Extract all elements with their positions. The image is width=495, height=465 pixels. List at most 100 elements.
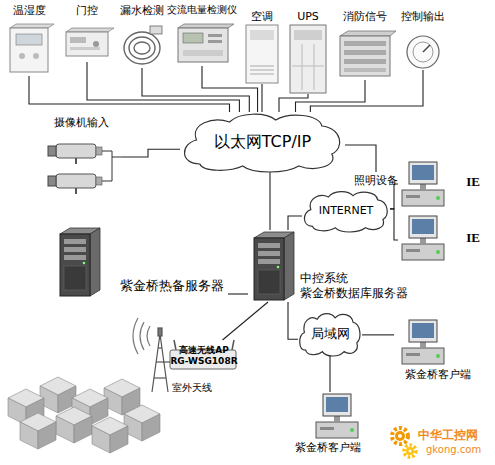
fire-signal-icon <box>344 59 386 64</box>
buildings <box>92 417 128 453</box>
ups-icon <box>314 44 315 90</box>
humidity-sensor-icon <box>19 53 25 59</box>
antenna-tower <box>152 334 168 392</box>
watermark: 中华工控网 <box>418 428 478 442</box>
network-link <box>288 216 302 230</box>
power-meter-icon <box>208 40 222 43</box>
camera-wire <box>102 157 112 181</box>
watermark-gears <box>404 445 416 457</box>
network-link <box>345 145 376 172</box>
server-icon <box>254 232 294 300</box>
camera-icon <box>96 177 102 185</box>
camera-icon <box>75 158 77 164</box>
pc-terminal: 紫金桥客户端 <box>394 316 482 382</box>
antenna-tower <box>158 328 162 336</box>
network-link <box>261 84 262 112</box>
camera-icon <box>56 144 96 158</box>
watermark-gears <box>406 447 414 455</box>
pc-terminal: 紫金桥客户端 <box>284 392 372 454</box>
pc-icon <box>402 216 444 260</box>
air-conditioner-icon <box>250 30 274 40</box>
air-conditioner-icon <box>250 66 274 67</box>
buildings <box>8 377 160 453</box>
door-control-icon <box>66 28 114 32</box>
leak-sensor-icon <box>124 32 160 64</box>
network-link <box>87 62 239 112</box>
network-cloud: 局域网 <box>298 312 362 356</box>
watermark-gears <box>392 428 408 444</box>
power-meter-icon <box>183 50 223 56</box>
server: 中控系统 紫金桥数据库服务器 <box>248 230 416 302</box>
ups-icon <box>302 44 303 90</box>
camera-icon <box>48 176 56 186</box>
pc-icon <box>316 394 358 438</box>
power-meter-icon <box>178 24 234 28</box>
humidity-sensor-icon <box>10 24 54 28</box>
ups-icon <box>290 25 326 93</box>
network-link <box>310 70 423 112</box>
network-link <box>296 80 366 112</box>
camera-icon <box>48 144 102 194</box>
device-unit: UPS <box>286 10 330 94</box>
node-text: 紫金桥热备服务器 <box>120 278 224 294</box>
device-unit: 消防信号 <box>336 10 394 80</box>
door-control-icon <box>70 47 100 50</box>
network-link <box>279 94 308 112</box>
camera-icon <box>56 174 96 188</box>
camera-icon <box>75 188 77 194</box>
node-text: 空调 <box>251 10 273 23</box>
node-text: 高速无线AP RG-WSG108R <box>169 345 239 367</box>
wireless-ap: 高速无线AP RG-WSG108R <box>167 340 241 372</box>
door-control-icon <box>93 41 99 47</box>
power-meter-icon <box>178 28 228 62</box>
fire-signal-icon <box>344 50 386 55</box>
buildings <box>124 405 160 441</box>
watermark-gears <box>409 450 412 453</box>
camera-icon <box>96 147 102 155</box>
fire-signal-icon <box>340 31 396 76</box>
cloud-outline <box>185 114 340 172</box>
humidity-sensor-icon <box>10 24 54 72</box>
watermark-gears <box>392 428 416 457</box>
fire-signal-icon <box>344 68 386 72</box>
ups-icon <box>290 25 326 93</box>
humidity-sensor-icon <box>16 34 42 45</box>
device-unit: 温湿度 <box>2 4 56 76</box>
power-meter-icon <box>208 34 222 37</box>
ups-icon <box>292 66 324 67</box>
node-text: 局域网 <box>311 326 350 342</box>
fire-signal-icon <box>340 36 390 76</box>
control-output-icon <box>413 42 433 62</box>
buildings <box>40 377 76 413</box>
control-output-icon <box>407 36 439 68</box>
node-text: 照明设备 <box>354 174 398 187</box>
antenna-tower <box>156 361 164 362</box>
node-text: 消防信号 <box>343 10 387 23</box>
pc-icon <box>402 162 444 206</box>
node-text: INTERNET <box>319 204 374 217</box>
air-conditioner-icon <box>246 25 278 83</box>
air-conditioner-icon <box>250 74 274 75</box>
antenna-tower <box>154 377 166 378</box>
fire-signal-icon <box>340 31 396 36</box>
door-control-icon <box>66 32 108 56</box>
pc-terminal: IE <box>398 158 484 210</box>
fire-signal-icon <box>344 41 386 46</box>
server-icon <box>60 228 100 296</box>
node-text: 交流电量检测仪 <box>167 4 237 16</box>
antenna-label: 室外天线 <box>172 382 212 394</box>
watermark-gears <box>398 434 402 438</box>
door-control-icon <box>70 37 86 43</box>
power-meter-icon <box>183 33 203 43</box>
node-text: 紫金桥客户端 <box>295 441 361 454</box>
control-output-icon <box>423 45 430 52</box>
leak-sensor-icon <box>129 37 155 59</box>
network-link <box>122 149 180 157</box>
lighting-device: 照明设备 <box>351 172 401 190</box>
power-meter-icon <box>178 24 234 62</box>
cloud-outline <box>300 314 360 356</box>
node-text: 门控 <box>76 4 98 17</box>
network-link <box>29 76 230 112</box>
